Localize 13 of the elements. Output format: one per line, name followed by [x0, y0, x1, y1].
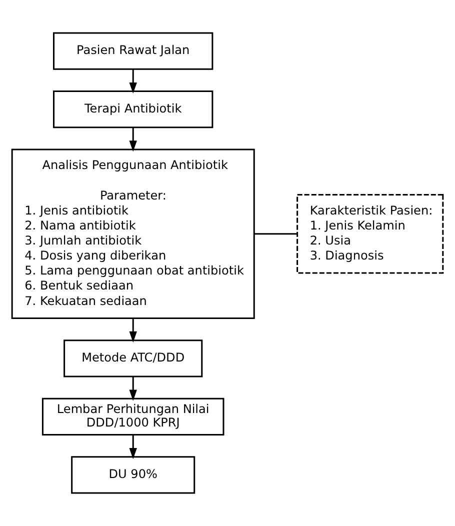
arrow [129, 434, 137, 460]
arrow [129, 376, 137, 401]
arrow [129, 318, 137, 342]
node-box: DU 90% [71, 456, 196, 494]
connector [254, 233, 297, 235]
arrow [129, 69, 137, 94]
node-box: Analisis Penggunaan Antibiotik Parameter: 1. Jenis antibiotik 2. Nama antibiotik 3. Jumlah antibiotik 4. Dosis yang diberikan 5. Lama penggunaan obat antibiotik 6. Bentuk sediaan 7. Kekuatan sediaan [11, 148, 255, 319]
node-box: Terapi Antibiotik [53, 90, 214, 128]
node-box: Metode ATC/DDD [64, 340, 203, 378]
arrow [129, 128, 137, 152]
node-box: Karakteristik Pasien: 1. Jenis Kelamin 2. Usia 3. Diagnosis [296, 194, 444, 274]
node-box: Pasien Rawat Jalan [53, 32, 214, 70]
node-box: Lembar Perhitungan Nilai DDD/1000 KPRJ [42, 398, 224, 436]
